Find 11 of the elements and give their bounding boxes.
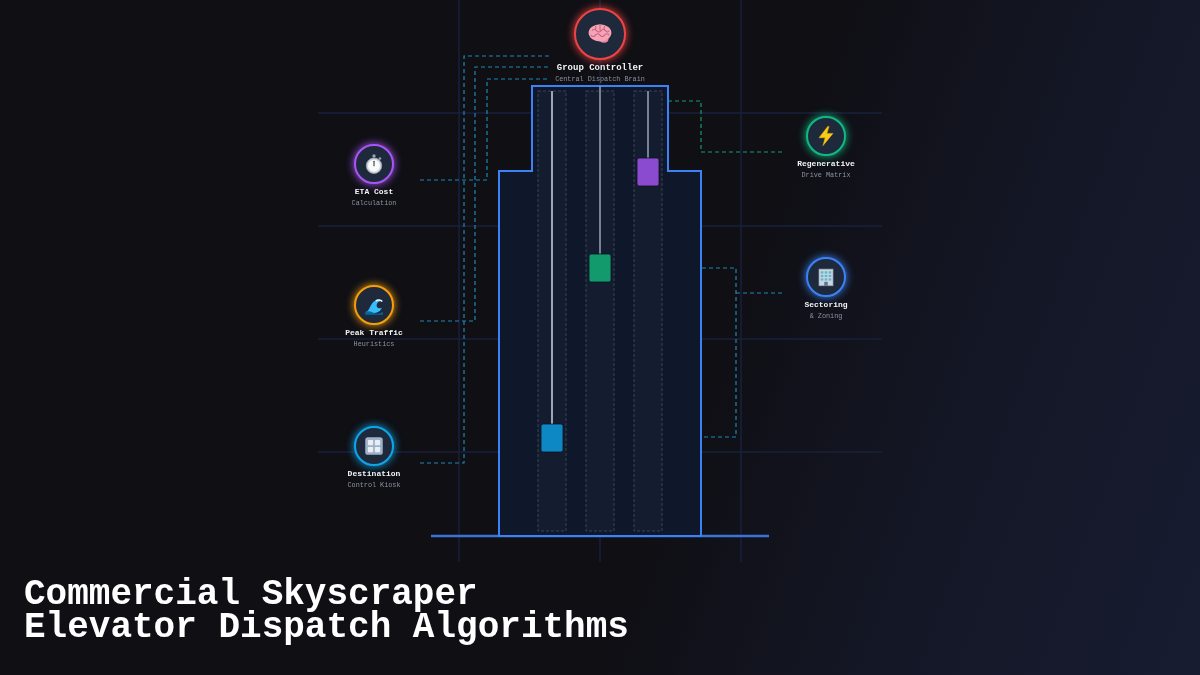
node-title: Peak Traffic — [345, 328, 403, 338]
dashed-connector — [419, 66, 551, 322]
page-title: Commercial Skyscraper Elevator Dispatch Algorithms — [24, 578, 630, 644]
node-title: Sectoring — [804, 300, 848, 310]
node-title: Destination — [347, 469, 401, 479]
node-title: ETA Cost — [354, 187, 394, 197]
dashed-connector — [419, 55, 551, 464]
node-title: Regenerative — [797, 159, 855, 169]
dashed-connector — [701, 267, 783, 438]
skyscraper-illustration — [498, 85, 702, 537]
node-title: Group Controller — [556, 63, 644, 73]
